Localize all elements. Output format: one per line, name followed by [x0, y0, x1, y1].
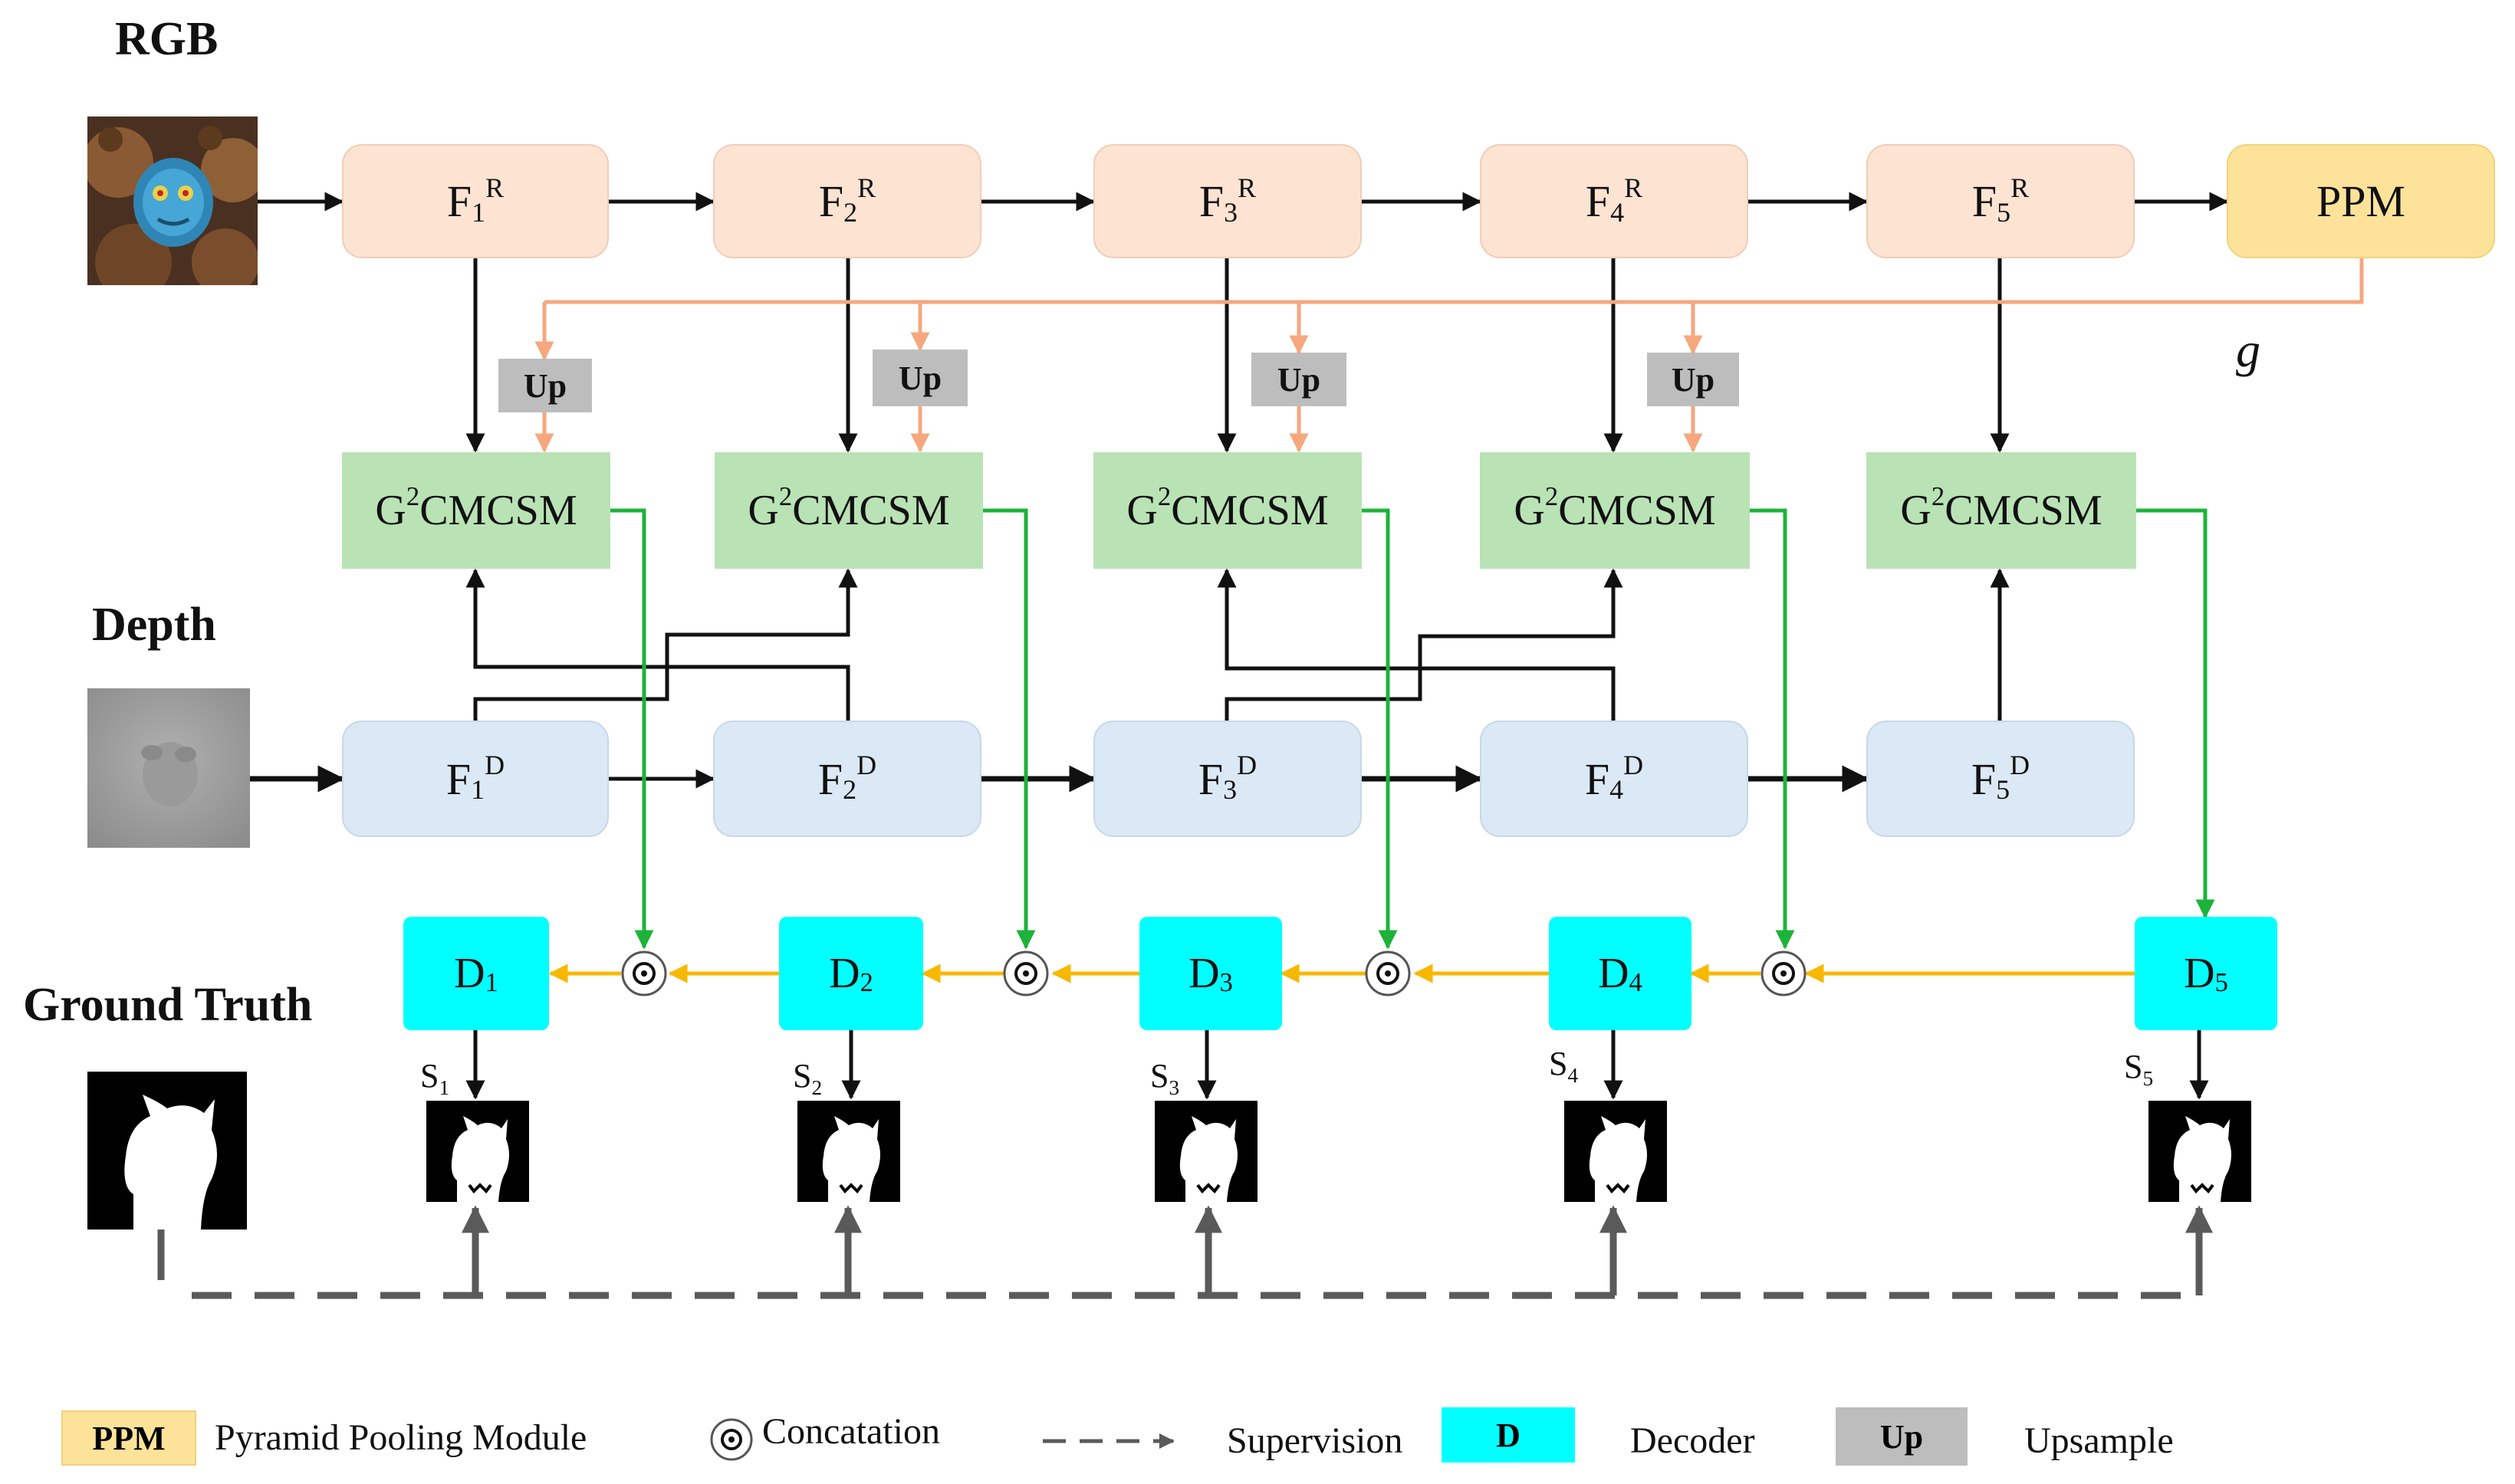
rgb-section-label: RGB — [115, 13, 219, 65]
legend-up-key: Up — [1836, 1407, 1968, 1466]
legend-decoder-text: Decoder — [1630, 1420, 1755, 1461]
legend-up-text: Upsample — [2024, 1420, 2174, 1461]
upsample-block: Up — [1647, 353, 1739, 406]
rgb-image-thumbnail — [87, 117, 258, 285]
fusion-to-decoder-arrows — [610, 508, 2215, 950]
saliency-map — [1564, 1101, 1667, 1202]
saliency-map — [426, 1101, 529, 1202]
concat-icon — [1365, 950, 1411, 996]
global-guidance-label: g — [2236, 323, 2260, 377]
side-output-label: S4 — [1549, 1045, 1579, 1087]
decoder-to-output-arrows — [465, 1030, 2209, 1100]
side-output-label: S5 — [2124, 1048, 2154, 1090]
legend-concat-text: Concatation — [762, 1411, 940, 1452]
depth-section-label: Depth — [92, 599, 216, 651]
legend-supervision-text: Supervision — [1227, 1420, 1403, 1461]
global-guidance-arrows — [534, 258, 2364, 453]
legend-decoder-key: D — [1442, 1407, 1575, 1463]
depth-image-thumbnail — [87, 688, 250, 848]
concat-icon — [1003, 950, 1049, 996]
legend-graphics — [710, 1418, 1175, 1461]
depth-to-fusion-arrows — [465, 568, 2010, 721]
supervision-arrows — [157, 1205, 2213, 1299]
concat-icon — [710, 1418, 753, 1461]
legend-ppm-text: Pyramid Pooling Module — [215, 1417, 587, 1458]
legend-ppm-key: PPM — [61, 1410, 196, 1466]
saliency-map — [797, 1101, 900, 1202]
side-output-label: S2 — [793, 1057, 823, 1099]
side-output-label: S1 — [420, 1057, 450, 1099]
upsample-block: Up — [1251, 353, 1346, 406]
saliency-map — [1155, 1101, 1258, 1202]
concat-nodes — [621, 950, 1807, 996]
ppm-block: PPM — [2227, 144, 2495, 258]
ground-truth-mask — [87, 1072, 247, 1230]
upsample-block: Up — [498, 359, 592, 412]
concat-icon — [1760, 950, 1807, 996]
side-output-label: S3 — [1150, 1057, 1180, 1099]
rgb-to-fusion-arrows — [465, 258, 2010, 453]
concat-icon — [621, 950, 667, 996]
ground-truth-section-label: Ground Truth — [23, 979, 313, 1031]
upsample-block: Up — [873, 350, 968, 406]
saliency-map — [2148, 1101, 2251, 1202]
